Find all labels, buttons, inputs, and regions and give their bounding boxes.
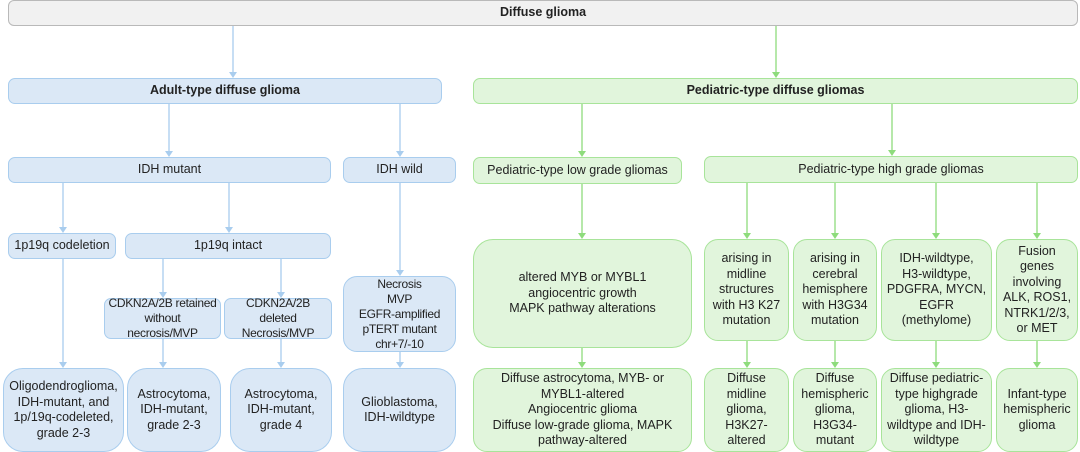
edge-idh-mutant-to-intact bbox=[225, 183, 233, 233]
edge-deleted-to-astrocytoma-4 bbox=[277, 339, 285, 368]
node-hemisphere-h3g34: arising in cerebral hemisphere with H3G3… bbox=[793, 239, 877, 341]
node-low-grade-features: altered MYB or MYBL1 angiocentric growth… bbox=[473, 239, 692, 348]
node-idh-h3-wildtype: IDH-wildtype, H3-wildtype, PDGFRA, MYCN,… bbox=[881, 239, 992, 341]
edge-pediatric-to-high bbox=[888, 104, 896, 156]
node-label: Diffuse midline glioma, H3K27- altered bbox=[725, 371, 768, 448]
node-label: Infant-type hemispheric glioma bbox=[1003, 386, 1071, 432]
node-label: IDH-wildtype, H3-wildtype, PDGFRA, MYCN,… bbox=[886, 251, 987, 328]
node-midline-h3k27: arising in midline structures with H3 K2… bbox=[704, 239, 789, 341]
edge-adult-to-idh-mutant bbox=[165, 104, 173, 157]
node-label: arising in cerebral hemisphere with H3G3… bbox=[802, 251, 868, 328]
node-idh-wild: IDH wild bbox=[343, 157, 456, 183]
node-label: Diffuse hemispheric glioma, H3G34- mutan… bbox=[801, 371, 869, 448]
node-label: Glioblastoma, IDH-wildtype bbox=[361, 394, 438, 425]
node-low-grade-outcomes: Diffuse astrocytoma, MYB- or MYBL1-alter… bbox=[473, 368, 692, 452]
edge-high-to-wildtype bbox=[932, 182, 940, 239]
node-cdkn2a-retained: CDKN2A/2B retained without necrosis/MVP bbox=[104, 296, 221, 340]
node-label: Diffuse glioma bbox=[499, 5, 587, 20]
edge-high-to-fusion bbox=[1033, 182, 1041, 239]
node-label: Diffuse pediatric- type highgrade glioma… bbox=[887, 371, 986, 448]
edge-retained-to-astrocytoma-2-3 bbox=[159, 339, 167, 368]
node-1p19q-intact: 1p19q intact bbox=[125, 233, 331, 259]
node-label: arising in midline structures with H3 K2… bbox=[712, 251, 781, 328]
node-label: IDH wild bbox=[376, 162, 423, 177]
node-1p19q-codeletion: 1p19q codeletion bbox=[8, 233, 116, 259]
node-label: Diffuse astrocytoma, MYB- or MYBL1-alter… bbox=[492, 371, 673, 448]
node-label: Astrocytoma, IDH-mutant, grade 2-3 bbox=[137, 386, 211, 432]
edge-features-to-glioblastoma bbox=[396, 352, 404, 368]
node-astrocytoma-grade-4: Astrocytoma, IDH-mutant, grade 4 bbox=[230, 368, 332, 452]
node-glioblastoma: Glioblastoma, IDH-wildtype bbox=[343, 368, 456, 452]
node-fusion-genes: Fusion genes involving ALK, ROS1, NTRK1/… bbox=[996, 239, 1078, 341]
node-diffuse-pediatric-high-grade: Diffuse pediatric- type highgrade glioma… bbox=[881, 368, 992, 452]
node-label: altered MYB or MYBL1 angiocentric growth… bbox=[509, 270, 656, 316]
node-diffuse-glioma: Diffuse glioma bbox=[8, 0, 1078, 26]
node-infant-type-hemispheric: Infant-type hemispheric glioma bbox=[996, 368, 1078, 452]
edge-fusion-to-infant bbox=[1033, 341, 1041, 368]
edge-intact-to-retained bbox=[159, 259, 167, 298]
node-label: Adult-type diffuse glioma bbox=[150, 83, 300, 98]
node-idh-mutant: IDH mutant bbox=[8, 157, 331, 183]
node-diffuse-midline-glioma: Diffuse midline glioma, H3K27- altered bbox=[704, 368, 789, 452]
node-oligodendroglioma: Oligodendroglioma, IDH-mutant, and 1p/19… bbox=[3, 368, 124, 452]
node-label: CDKN2A/2B deleted Necrosis/MVP bbox=[241, 296, 315, 340]
node-label: Pediatric-type high grade gliomas bbox=[798, 161, 984, 176]
edge-pediatric-to-low bbox=[578, 104, 586, 157]
edge-hemisphere-to-dhg bbox=[831, 341, 839, 368]
edge-high-to-midline bbox=[743, 182, 751, 239]
node-pediatric-low-grade: Pediatric-type low grade gliomas bbox=[473, 157, 682, 184]
edge-wildtype-to-dphg bbox=[932, 341, 940, 368]
node-adult-type: Adult-type diffuse glioma bbox=[8, 78, 442, 104]
node-label: 1p19q codeletion bbox=[14, 238, 110, 253]
node-pediatric-high-grade: Pediatric-type high grade gliomas bbox=[704, 156, 1078, 183]
edge-idh-wild-to-features bbox=[396, 183, 404, 276]
node-label: Pediatric-type low grade gliomas bbox=[487, 162, 668, 177]
node-diffuse-hemispheric-glioma: Diffuse hemispheric glioma, H3G34- mutan… bbox=[793, 368, 877, 452]
node-label: Necrosis MVP EGFR-amplified pTERT mutant… bbox=[358, 276, 441, 351]
node-label: Oligodendroglioma, IDH-mutant, and 1p/19… bbox=[9, 379, 118, 440]
edge-root-to-adult bbox=[229, 26, 237, 78]
node-pediatric-type: Pediatric-type diffuse gliomas bbox=[473, 78, 1078, 104]
edge-midline-to-dmg bbox=[743, 341, 751, 368]
edge-intact-to-deleted bbox=[277, 259, 285, 298]
node-idh-wild-features: Necrosis MVP EGFR-amplified pTERT mutant… bbox=[343, 276, 456, 352]
edge-adult-to-idh-wild bbox=[396, 104, 404, 157]
edge-root-to-pediatric bbox=[772, 26, 780, 78]
node-label: CDKN2A/2B retained without necrosis/MVP bbox=[108, 296, 217, 340]
node-cdkn2a-deleted: CDKN2A/2B deleted Necrosis/MVP bbox=[224, 296, 332, 340]
node-label: Astrocytoma, IDH-mutant, grade 4 bbox=[244, 386, 318, 432]
node-label: Pediatric-type diffuse gliomas bbox=[686, 83, 865, 98]
edge-idh-mutant-to-codeletion bbox=[59, 183, 67, 233]
node-astrocytoma-grade-2-3: Astrocytoma, IDH-mutant, grade 2-3 bbox=[127, 368, 221, 452]
node-label: IDH mutant bbox=[137, 162, 202, 177]
edge-codeletion-to-oligodendroglioma bbox=[59, 259, 67, 368]
node-label: Fusion genes involving ALK, ROS1, NTRK1/… bbox=[1002, 243, 1072, 336]
edge-high-to-hemisphere bbox=[831, 182, 839, 239]
node-label: 1p19q intact bbox=[193, 238, 263, 253]
edge-low-features-to-outcomes bbox=[578, 348, 586, 368]
edge-low-to-features bbox=[578, 184, 586, 239]
